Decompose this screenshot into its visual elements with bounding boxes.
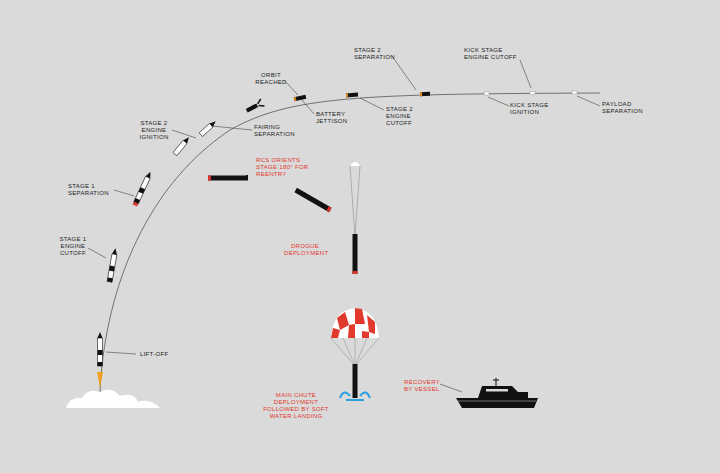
step-label: STAGE 2 SEPARATION xyxy=(354,47,402,61)
rocket xyxy=(107,248,118,282)
step-label: STAGE 2 ENGINE CUTOFF xyxy=(386,106,424,127)
step-label: STAGE 1 ENGINE CUTOFF xyxy=(56,236,90,257)
step-label: FAIRING SEPARATION xyxy=(254,124,302,138)
step-label: DROGUE DEPLOYMENT xyxy=(284,243,326,257)
leader-lines xyxy=(88,56,600,392)
rocket xyxy=(420,92,430,96)
step-label: RECOVERY BY VESSEL xyxy=(404,379,448,393)
stage-tube xyxy=(353,364,358,398)
rocket xyxy=(173,136,191,156)
launch-cloud xyxy=(66,390,160,408)
step-label: PAYLOAD SEPARATION xyxy=(602,101,652,115)
step-label: KICK STAGE ENGINE CUTOFF xyxy=(464,47,526,61)
rocket xyxy=(199,119,217,136)
recovery-vessel xyxy=(456,378,538,408)
step-label: KICK STAGE IGNITION xyxy=(510,102,560,116)
payload xyxy=(572,91,577,94)
rocket xyxy=(98,332,103,366)
step-label: LIFT-OFF xyxy=(140,351,190,358)
drogue-chute xyxy=(350,162,360,166)
kick-stage xyxy=(484,92,489,95)
step-label: STAGE 2 ENGINE IGNITION xyxy=(134,120,174,141)
step-label: STAGE 1 SEPARATION xyxy=(68,183,116,197)
step-label: MAIN CHUTE DEPLOYMENT FOLLOWED BY SOFT W… xyxy=(258,392,334,420)
step-label: ORBIT REACHED xyxy=(254,72,288,86)
reentry-stage xyxy=(208,176,248,181)
step-label: BATTERY JETTISON xyxy=(316,111,360,125)
step-label: RCS ORIENTS STAGE 180° FOR REENTRY xyxy=(256,157,316,178)
rocket xyxy=(245,99,265,115)
reentry-stage xyxy=(294,188,331,212)
rocket xyxy=(346,93,358,98)
rocket xyxy=(294,95,307,101)
flame xyxy=(97,372,103,388)
stage-tube xyxy=(353,234,358,274)
rocket xyxy=(133,171,153,207)
splash xyxy=(340,392,370,400)
main-chute xyxy=(331,308,379,366)
kick-stage xyxy=(530,92,535,95)
trajectory xyxy=(100,93,600,392)
